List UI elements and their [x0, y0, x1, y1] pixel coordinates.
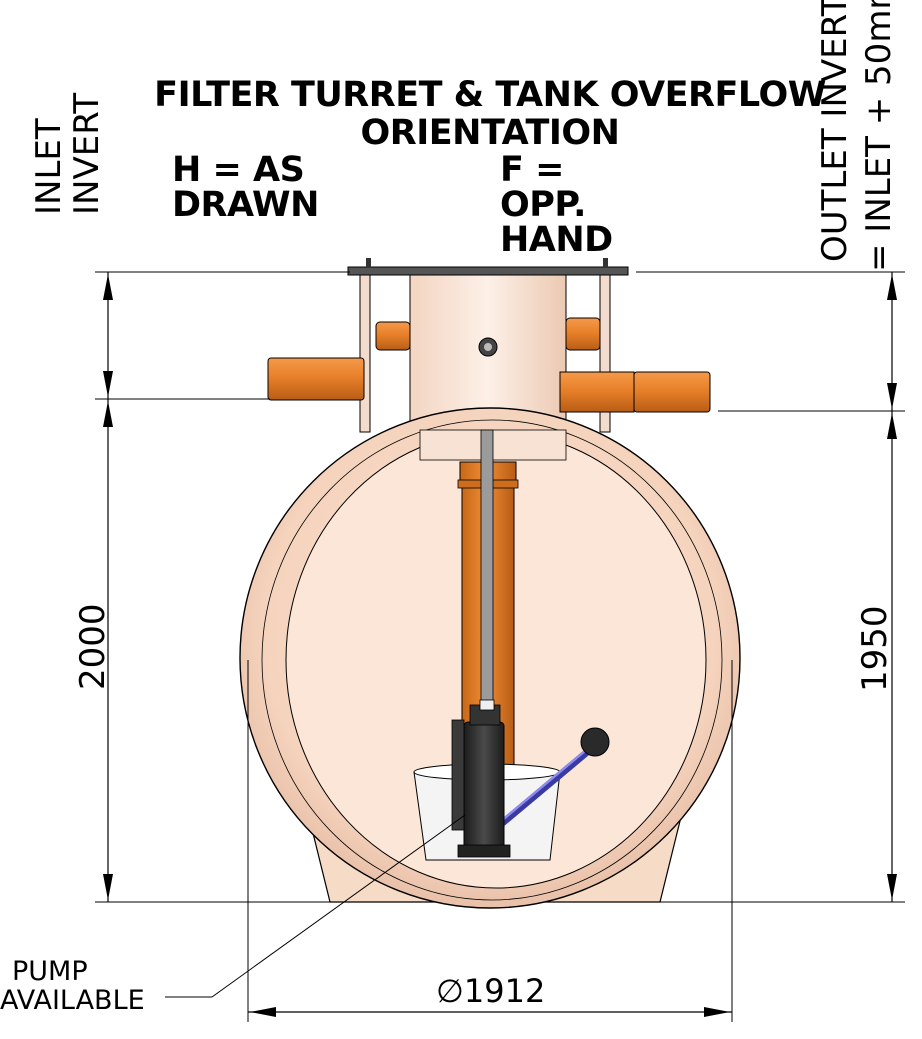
turret-frame-left: [359, 271, 371, 433]
lid-bolt-right: [603, 258, 608, 268]
float-arm: [497, 745, 595, 828]
float-ball: [580, 727, 610, 757]
pump-discharge-rod: [480, 429, 494, 711]
dim-value-diameter: ∅1912: [436, 975, 545, 1007]
arrow-left-lower-bottom: [103, 874, 113, 900]
turret-stub-right: [565, 317, 601, 351]
turret-stub-left: [375, 321, 411, 351]
outlet-pipe: [633, 371, 711, 413]
pump-leader-line: [211, 814, 466, 998]
outlet-pipe-inner: [559, 371, 635, 413]
diameter-symbol: ∅: [436, 972, 464, 1010]
outlet-invert-label-line2: = INLET + 50mm: [859, 0, 899, 272]
title-hand-as-drawn: H = AS DRAWN: [172, 150, 319, 225]
diameter-value: 1912: [463, 972, 546, 1010]
pump-connector: [479, 699, 495, 711]
dim-value-right: 1950: [855, 605, 895, 692]
title-hand-opposite: F = OPP. HAND: [500, 150, 613, 260]
arrow-diameter-right: [704, 1007, 730, 1017]
title-line-1: FILTER TURRET & TANK OVERFLOW: [154, 75, 826, 115]
turret-boss-inner: [484, 343, 492, 351]
arrow-right-upper-top: [887, 274, 897, 300]
arrow-diameter-left: [250, 1007, 276, 1017]
tank-shell-inner-rim: [261, 419, 723, 901]
arrow-right-upper-bottom: [887, 383, 897, 409]
arrow-right-lower-top: [887, 413, 897, 439]
float-arm-highlight: [499, 744, 593, 823]
title-line-2: ORIENTATION: [360, 113, 620, 153]
outlet-invert-label-line1: OUTLET INVERT: [815, 0, 855, 262]
dim-value-left: 2000: [73, 603, 113, 690]
arrow-right-lower-bottom: [887, 874, 897, 900]
lid-bolt-left: [366, 258, 371, 268]
inlet-invert-label-line1: INLET: [29, 118, 69, 215]
pump-body: [463, 721, 505, 853]
pump-label-line1: PUMP: [12, 956, 88, 987]
arrow-left-upper-bottom: [103, 371, 113, 397]
arrow-left-lower-top: [103, 401, 113, 427]
turret-lid: [347, 266, 629, 276]
pump-foot: [457, 844, 511, 858]
inlet-pipe: [267, 357, 365, 401]
inlet-invert-label-line2: INVERT: [67, 92, 107, 215]
arrow-left-upper-top: [103, 274, 113, 300]
pump-float-switch: [451, 719, 465, 831]
pump-label-line2: AVAILABLE: [0, 985, 145, 1016]
